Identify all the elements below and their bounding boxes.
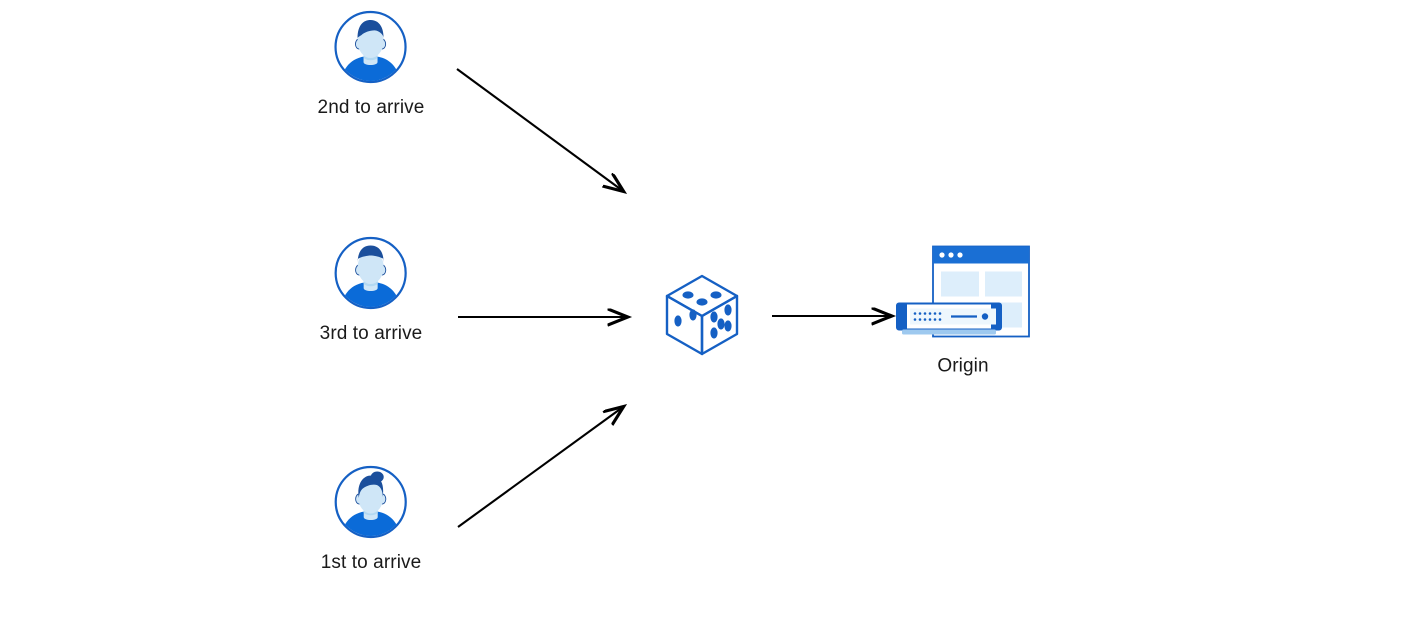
node-label-origin: Origin	[937, 355, 989, 377]
node-origin[interactable]: Origin	[893, 243, 1033, 378]
origin-server-icon	[893, 243, 1033, 348]
node-load-balancer[interactable]	[657, 270, 747, 360]
node-user-2nd[interactable]: 2nd to arrive	[318, 9, 425, 119]
user-avatar-female-icon	[333, 464, 409, 540]
node-label-user-3rd: 3rd to arrive	[319, 323, 423, 344]
node-label-user-2nd: 2nd to arrive	[317, 97, 425, 118]
dice-icon	[657, 270, 747, 360]
user-avatar-icon	[333, 9, 409, 85]
node-user-3rd[interactable]: 3rd to arrive	[320, 235, 423, 345]
node-user-1st[interactable]: 1st to arrive	[321, 464, 422, 574]
arrow-1st-to-dice	[457, 407, 623, 528]
arrow-2nd-to-dice	[456, 68, 623, 191]
node-label-user-1st: 1st to arrive	[320, 552, 422, 573]
server-device-icon	[896, 302, 1002, 335]
user-avatar-icon	[333, 235, 409, 311]
